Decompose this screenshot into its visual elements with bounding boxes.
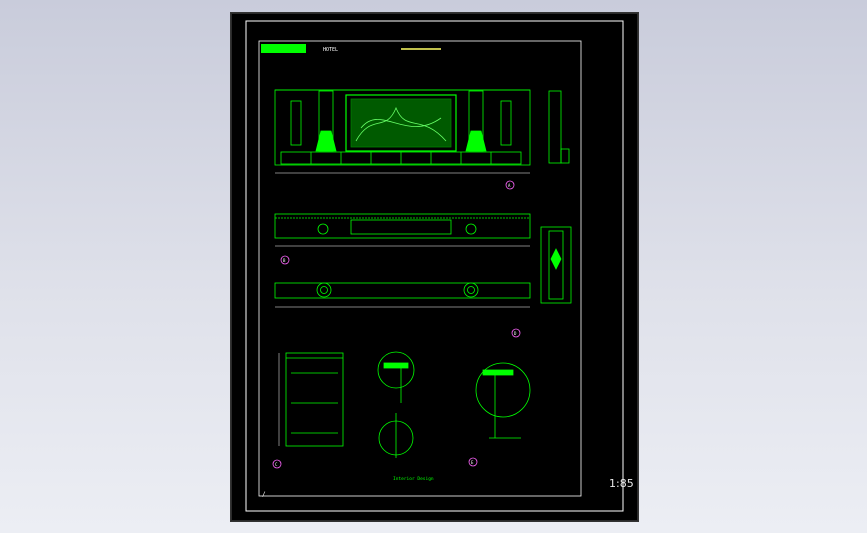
cabinet-section-c (278, 352, 344, 447)
section-c-marker: C (275, 462, 278, 467)
detail-e (475, 362, 531, 439)
logo-block (261, 44, 306, 53)
sheet-inner-frame (258, 40, 582, 497)
bottom-marker: / (262, 491, 266, 498)
detail-e-marker: E (471, 460, 474, 465)
drawing-sheet: HOTEL (231, 13, 638, 521)
elevation-a (274, 89, 570, 174)
section-b (274, 213, 531, 247)
hotel-title: HOTEL (323, 47, 338, 53)
section-b-marker: B (283, 258, 286, 263)
circle-details (377, 351, 415, 458)
scale-readout: 1:85 (609, 477, 634, 490)
detail-d-marker: D (514, 331, 517, 336)
sheet-outer-frame (245, 20, 624, 512)
elevation-a-marker: A (508, 183, 511, 188)
side-detail (540, 226, 572, 304)
cad-viewport[interactable]: HOTEL (230, 12, 639, 522)
interior-design-title: Interior Design (393, 476, 434, 482)
plan-row (274, 282, 531, 308)
